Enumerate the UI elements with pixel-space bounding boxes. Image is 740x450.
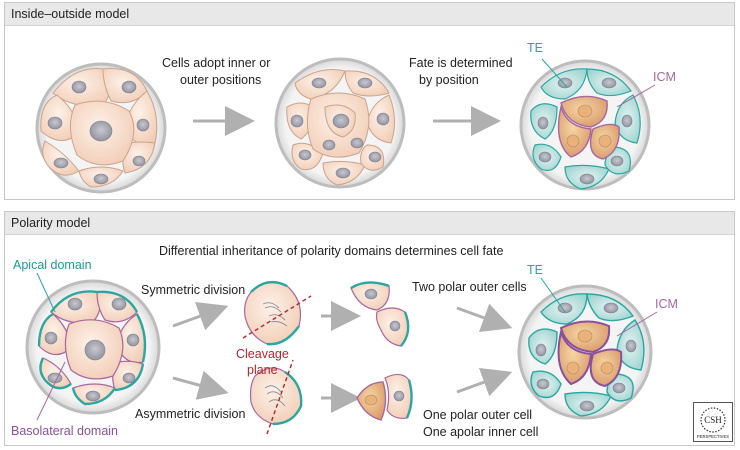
symmetric-division-label: Symmetric division bbox=[141, 283, 245, 297]
step2-line1: Fate is determined bbox=[409, 56, 513, 70]
icm-label: ICM bbox=[655, 297, 678, 311]
asymmetric-division-cell bbox=[249, 359, 303, 435]
logo-subtext: PERSPECTIVES bbox=[697, 434, 729, 439]
te-label: TE bbox=[527, 263, 543, 277]
inside-outside-panel: Inside–outside model bbox=[4, 2, 735, 200]
logo-icon: CSH PERSPECTIVES bbox=[697, 407, 729, 439]
polarity-subtitle: Differential inheritance of polarity dom… bbox=[159, 244, 503, 258]
panel-title: Inside–outside model bbox=[11, 7, 130, 21]
step1-line1: Cells adopt inner or bbox=[162, 56, 270, 70]
csh-perspectives-logo: CSH PERSPECTIVES bbox=[693, 402, 733, 442]
polar-and-apolar-cells bbox=[356, 373, 413, 421]
arrow-symmetric bbox=[172, 302, 229, 331]
polarity-diagram: Differential inheritance of polarity dom… bbox=[11, 244, 678, 439]
cleavage-line1: Cleavage bbox=[236, 347, 289, 361]
icm-label: ICM bbox=[653, 70, 676, 84]
panel-header: Polarity model bbox=[5, 212, 734, 235]
embryo-te-icm bbox=[519, 58, 656, 191]
panel-header: Inside–outside model bbox=[5, 3, 734, 26]
embryo-compacting bbox=[274, 57, 406, 189]
logo-text: CSH bbox=[704, 415, 722, 425]
polarity-panel: Polarity model Differential inheritance … bbox=[4, 211, 735, 446]
arrow-to-blastocyst-top bbox=[456, 303, 513, 332]
two-polar-outer-cells bbox=[350, 281, 410, 347]
arrow-asymmetric bbox=[172, 370, 229, 400]
step2-line2: by position bbox=[419, 73, 479, 87]
te-label: TE bbox=[527, 41, 543, 55]
inside-outside-diagram: Cells adopt inner or outer positions bbox=[35, 41, 676, 194]
embryo-polarized bbox=[25, 272, 161, 421]
two-polar-label: Two polar outer cells bbox=[412, 280, 527, 294]
apical-domain-label: Apical domain bbox=[13, 258, 92, 272]
symmetric-division-cell bbox=[242, 280, 312, 346]
arrow-to-blastocyst-bottom bbox=[456, 368, 513, 397]
asymmetric-division-label: Asymmetric division bbox=[135, 407, 245, 421]
one-apolar-label: One apolar inner cell bbox=[423, 425, 538, 439]
embryo-polarity-te-icm bbox=[517, 277, 658, 420]
cleavage-line2: plane bbox=[247, 363, 278, 377]
embryo-morula bbox=[35, 62, 167, 194]
one-polar-label: One polar outer cell bbox=[423, 408, 532, 422]
basolateral-domain-label: Basolateral domain bbox=[11, 424, 118, 438]
step1-line2: outer positions bbox=[180, 73, 261, 87]
panel-title: Polarity model bbox=[11, 216, 91, 230]
